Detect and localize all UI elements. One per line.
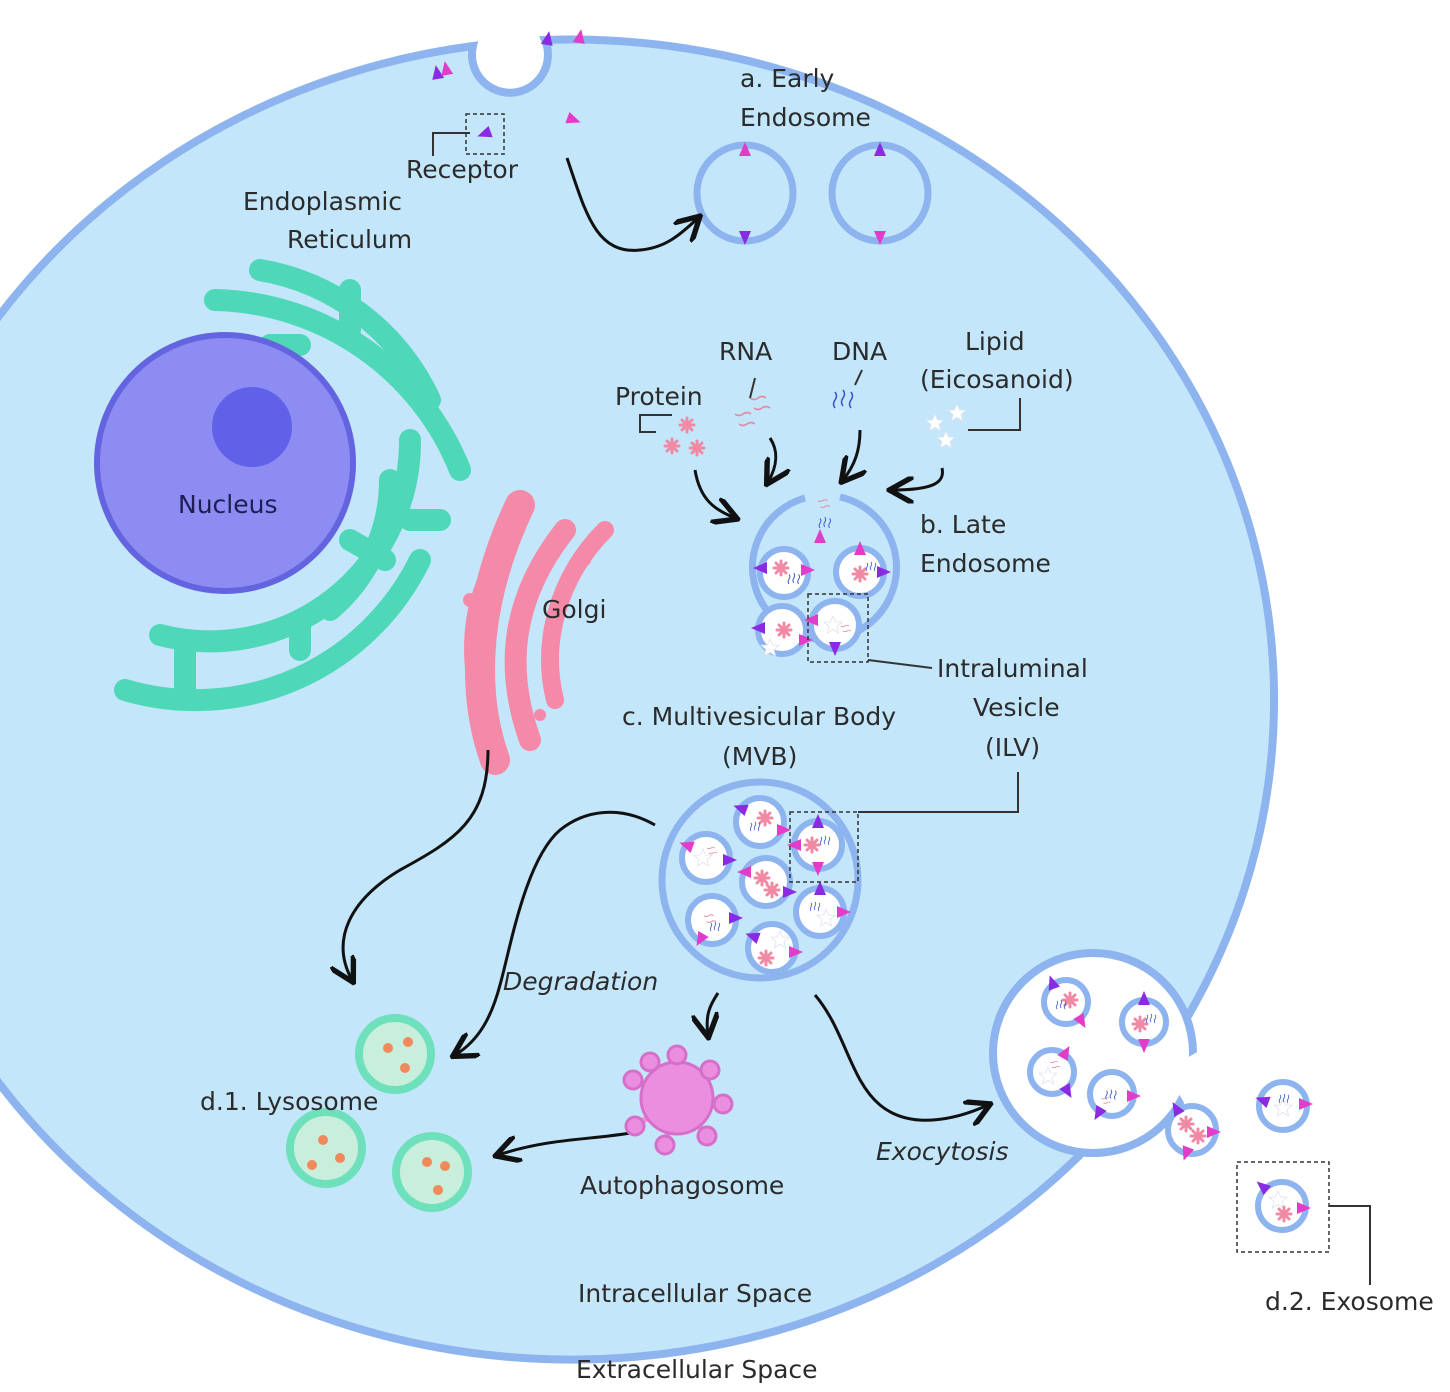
cell-membrane [0, 35, 1279, 1364]
label-dna: DNA [832, 337, 887, 366]
label-er-line1: Endoplasmic [243, 187, 402, 216]
label-exosome: d.2. Exosome [1265, 1287, 1434, 1316]
golgi-apparatus [463, 490, 614, 775]
label-exocytosis: Exocytosis [876, 1137, 1009, 1166]
label-early-endosome-line2: Endosome [740, 103, 871, 132]
cargo-arrows [693, 429, 944, 518]
exocytosis-fusing-vesicle [989, 949, 1197, 1157]
label-degradation: Degradation [503, 967, 658, 996]
late-endosome [749, 493, 900, 657]
label-receptor: Receptor [406, 155, 519, 184]
label-mvb-line1: c. Multivesicular Body [622, 702, 896, 731]
exosomes-in-fusing-vesicle [1027, 973, 1221, 1163]
label-ilv-line1: Intraluminal [937, 654, 1088, 683]
multivesicular-body [658, 778, 862, 982]
label-lipid-line1: Lipid [965, 327, 1025, 356]
label-er-line2: Reticulum [287, 225, 412, 254]
autophagosome [622, 1044, 734, 1156]
label-lysosome: d.1. Lysosome [200, 1087, 378, 1116]
label-mvb-line2: (MVB) [722, 742, 797, 771]
label-autophagosome: Autophagosome [580, 1171, 784, 1200]
released-exosomes [1252, 1079, 1313, 1233]
label-early-endosome-line1: a. Early [740, 64, 835, 93]
early-endosomes [693, 141, 932, 245]
label-late-endosome-line1: b. Late [920, 510, 1006, 539]
label-golgi: Golgi [542, 595, 606, 624]
lysosomes [286, 1014, 472, 1212]
label-lipid-line2: (Eicosanoid) [920, 365, 1074, 394]
nucleus [94, 332, 356, 594]
label-protein: Protein [615, 382, 703, 411]
nucleolus [212, 387, 292, 467]
pathway-arrows [343, 749, 988, 1155]
label-rna: RNA [719, 337, 772, 366]
label-late-endosome-line2: Endosome [920, 549, 1051, 578]
label-extracellular-space: Extracellular Space [576, 1355, 818, 1384]
label-ilv-line2: Vesicle [973, 693, 1060, 722]
label-ilv-line3: (ILV) [985, 733, 1040, 762]
ilv-highlight-box-mvb [789, 811, 859, 883]
ilv-highlight-box-late [807, 593, 869, 663]
label-nucleus: Nucleus [178, 490, 278, 519]
endocytosis-arrow [565, 157, 698, 252]
label-intracellular-space: Intracellular Space [578, 1279, 812, 1308]
